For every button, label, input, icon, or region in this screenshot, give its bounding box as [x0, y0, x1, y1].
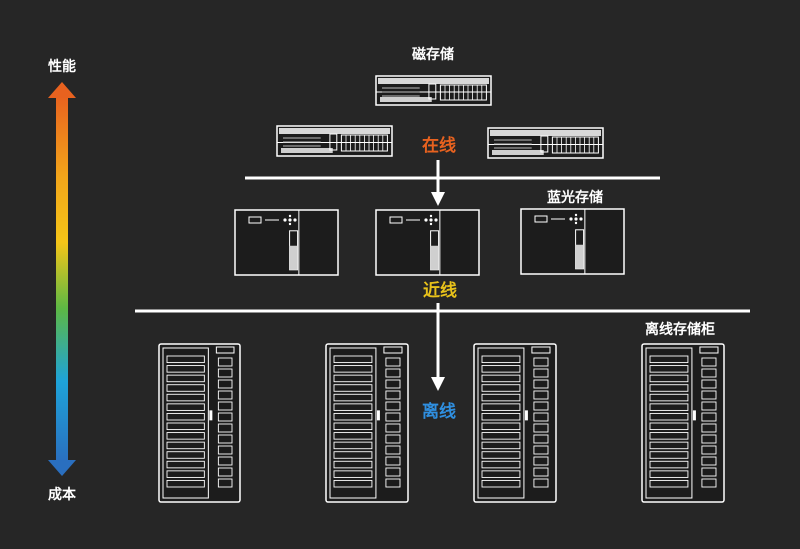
optical-storage-units [234, 208, 625, 276]
performance-cost-axis [48, 82, 76, 476]
optical-storage-unit-icon [234, 209, 339, 276]
storage-cabinet-icon [325, 343, 409, 503]
axis-top-label: 性能 [48, 59, 76, 75]
online-tier-label: 在线 [422, 136, 456, 156]
flow-arrow-nearline-to-offline [431, 303, 445, 391]
storage-cabinet-icon [473, 343, 557, 503]
optical-storage-label: 蓝光存储 [547, 190, 603, 206]
storage-cabinet-icon [158, 343, 241, 503]
axis-arrow-up-icon [48, 82, 76, 98]
arrow-down-icon [431, 377, 445, 391]
rack-server-icon [375, 75, 492, 106]
axis-arrow-down-icon [48, 460, 76, 476]
optical-storage-unit-icon [520, 208, 625, 275]
optical-storage-unit-icon [375, 209, 480, 276]
storage-cabinet-icon [641, 343, 725, 503]
magnetic-storage-label: 磁存储 [412, 47, 454, 63]
rack-server-icon [487, 127, 604, 159]
offline-tier-label: 离线 [422, 402, 456, 422]
magnetic-storage-servers [276, 75, 604, 159]
offline-storage-cabinets [158, 343, 725, 503]
rack-server-icon [276, 125, 393, 157]
offline-cabinet-label: 离线存储柜 [645, 322, 715, 338]
flow-arrow-online-to-nearline [431, 160, 445, 206]
axis-bottom-label: 成本 [48, 487, 76, 503]
nearline-tier-label: 近线 [423, 281, 457, 301]
arrow-down-icon [431, 192, 445, 206]
